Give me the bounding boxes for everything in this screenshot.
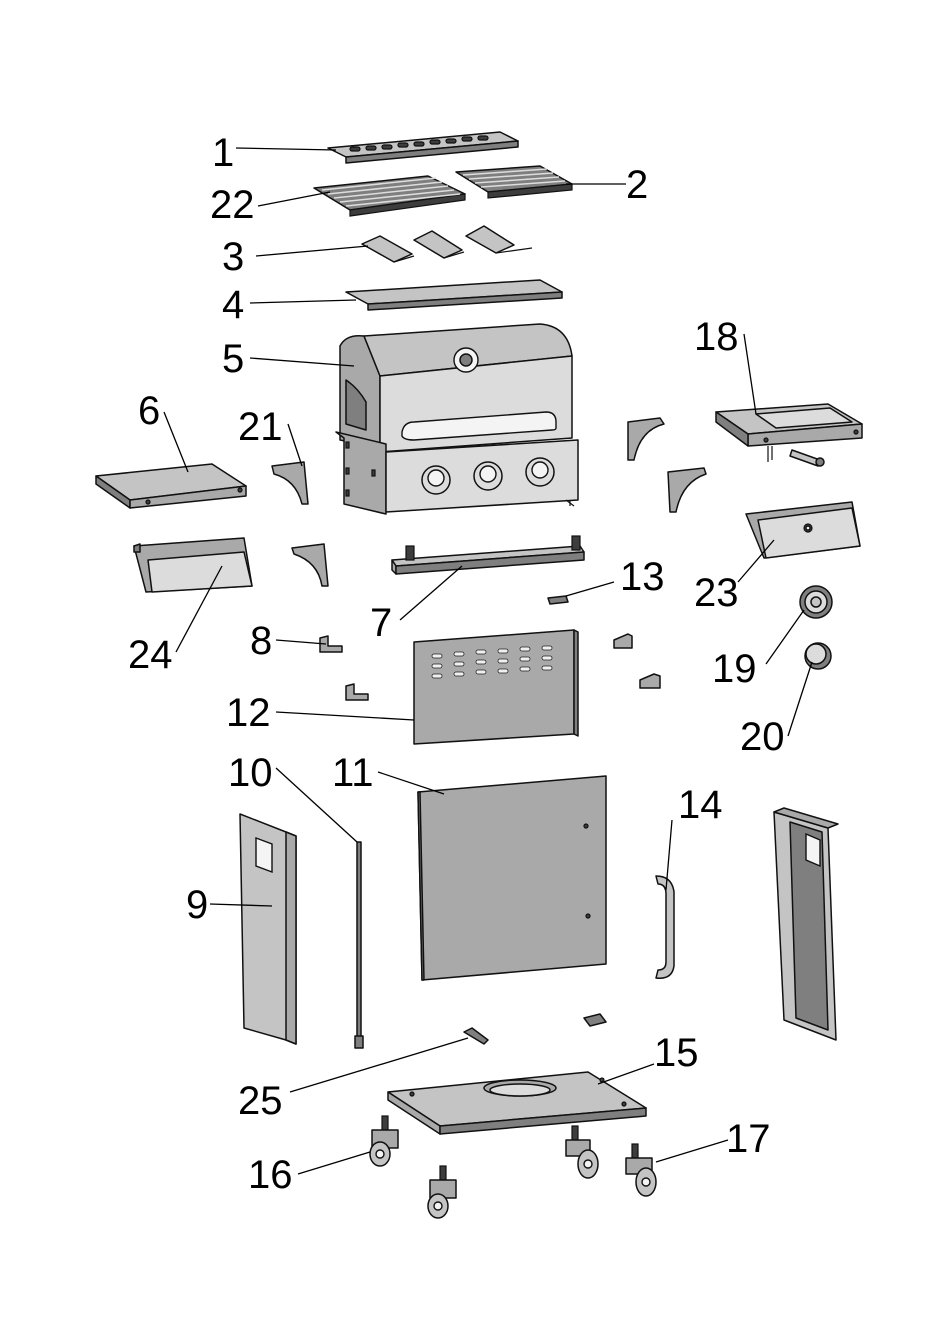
label-part-24: 24: [128, 633, 173, 677]
base-fitting: [584, 1014, 606, 1026]
part-3-flame-tamers: [362, 226, 532, 262]
label-part-8: 8: [250, 619, 272, 663]
label-part-13: 13: [620, 555, 665, 599]
part-18-side-burner-shelf: [716, 404, 862, 466]
part-21-shelf-bracket-lower: [292, 544, 328, 586]
label-part-14: 14: [678, 783, 723, 827]
part-8-bracket-b: [346, 684, 368, 700]
part-21-shelf-bracket-left: [272, 462, 308, 504]
label-part-10: 10: [228, 751, 273, 795]
label-part-17: 17: [726, 1117, 771, 1161]
part-8-bracket-c: [614, 634, 632, 648]
label-part-6: 6: [138, 389, 160, 433]
part-12-back-panel: [414, 630, 578, 744]
part-4-grease-tray: [346, 280, 562, 310]
part-8-bracket-d: [640, 674, 660, 688]
label-part-4: 4: [222, 283, 244, 327]
part-14-door-handle: [656, 876, 674, 978]
label-part-16: 16: [248, 1153, 293, 1197]
part-24-left-panel-cover: [134, 538, 252, 592]
part-20-control-knob: [805, 643, 831, 669]
label-part-11: 11: [332, 751, 374, 795]
label-part-2: 2: [626, 163, 648, 207]
label-part-3: 3: [222, 235, 244, 279]
part-17-caster-a: [566, 1126, 598, 1178]
label-part-15: 15: [654, 1031, 699, 1075]
part-13-bracket: [548, 596, 568, 604]
part-1-warming-plate: [328, 132, 518, 163]
part-16-caster-a: [370, 1116, 398, 1166]
part-7-control-panel-trim: [392, 536, 584, 574]
label-part-9: 9: [186, 883, 208, 927]
part-17-caster-b: [626, 1144, 656, 1196]
label-part-25: 25: [238, 1079, 283, 1123]
label-part-12: 12: [226, 691, 271, 735]
part-21-shelf-bracket-right-lower: [668, 468, 706, 512]
part-2-cooking-grate-right: [456, 166, 572, 198]
right-cart-panel: [774, 808, 838, 1040]
label-part-20: 20: [740, 715, 785, 759]
part-16-caster-b: [428, 1166, 456, 1218]
part-22-cooking-grate-left: [314, 176, 465, 216]
part-21-shelf-bracket-right-upper: [628, 418, 664, 460]
label-part-7: 7: [370, 601, 392, 645]
label-part-22: 22: [210, 183, 255, 227]
part-6-left-side-shelf: [96, 464, 246, 508]
part-25-clip: [464, 1028, 488, 1044]
part-9-left-cart-panel: [240, 814, 296, 1044]
part-19-knob-bezel: [800, 586, 832, 618]
label-part-21: 21: [238, 405, 283, 449]
label-part-23: 23: [694, 571, 739, 615]
label-part-19: 19: [712, 647, 757, 691]
part-11-door-panel: [418, 776, 606, 980]
label-part-5: 5: [222, 337, 244, 381]
part-10-support-rod: [355, 842, 363, 1048]
label-part-1: 1: [212, 131, 234, 175]
part-5-firebox-lid: [336, 324, 578, 514]
label-part-18: 18: [694, 315, 739, 359]
part-23-side-panel: [746, 502, 860, 558]
